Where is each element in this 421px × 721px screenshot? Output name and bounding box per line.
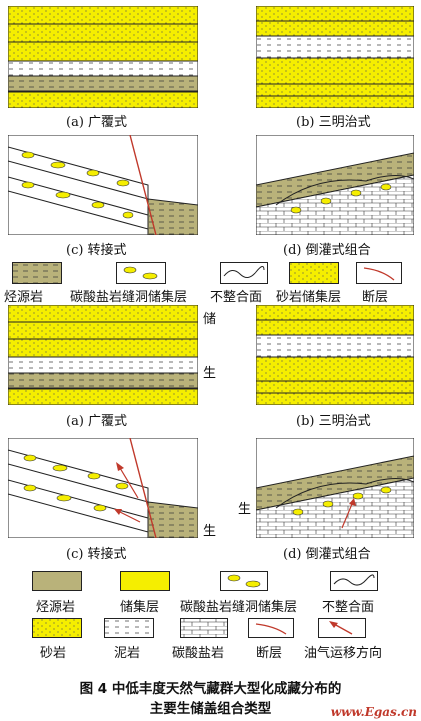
panel-top-d-label: (d) 倒灌式组合: [283, 243, 371, 258]
panel-top-a-label: (a) 广覆式: [66, 115, 128, 130]
legend-sandstone-label: 砂岩: [40, 646, 67, 661]
panel-top-b-diagram: [256, 6, 414, 108]
legend-top-source-label: 烃源岩: [4, 290, 44, 305]
panel-bottom-c-label: (c) 转接式: [66, 547, 127, 562]
legend-carbonate-cave-swatch: [220, 571, 268, 591]
legend-top-unconformity-label: 不整合面: [210, 290, 263, 305]
legend-carbonate-swatch: [180, 618, 228, 638]
panel-bottom-a-diagram: [8, 305, 198, 405]
panel-bottom-d-label: (d) 倒灌式组合: [283, 547, 371, 562]
panel-bottom-b-label: (b) 三明治式: [296, 414, 371, 429]
panel-top-b-label: (b) 三明治式: [296, 115, 371, 130]
watermark: www.Egas.cn: [330, 705, 417, 719]
legend-fault-swatch: [248, 618, 294, 638]
panel-bottom-a-label: (a) 广覆式: [66, 414, 128, 429]
panel-top-c-diagram: [8, 135, 198, 235]
legend-sandstone-swatch: [32, 618, 82, 638]
legend-mudstone-label: 泥岩: [114, 646, 141, 661]
legend-migration-label: 油气运移方向: [304, 646, 383, 661]
legend-fault-label: 断层: [256, 646, 283, 661]
panel-bottom-c-diagram: [8, 438, 198, 538]
legend-carbonate-cave-label: 碳酸盐岩缝洞储集层: [180, 600, 298, 615]
side-label-sheng-3: 生: [238, 502, 252, 517]
legend-unconformity-swatch: [330, 571, 378, 591]
side-label-sheng-2: 生: [203, 524, 217, 539]
legend-migration-swatch: [318, 618, 366, 638]
legend-mudstone-swatch: [104, 618, 154, 638]
legend-top-sand-label: 砂岩储集层: [276, 290, 342, 305]
panel-bottom-d-diagram: [256, 438, 414, 538]
panel-bottom-b-diagram: [256, 305, 414, 405]
legend-top-unconformity-swatch: [220, 262, 268, 284]
legend-reservoir-swatch: [120, 571, 170, 591]
legend-top-fault-label: 断层: [362, 290, 389, 305]
legend-top-fault-swatch: [356, 262, 402, 284]
legend-reservoir-label: 储集层: [120, 600, 160, 615]
legend-top-sand-swatch: [289, 262, 339, 284]
panel-top-d-diagram: [256, 135, 414, 235]
side-label-sheng-1: 生: [203, 366, 217, 381]
legend-source-swatch: [32, 571, 82, 591]
legend-top-source-swatch: [12, 262, 62, 284]
figure-caption-line1: 图 4 中低丰度天然气藏群大型化成藏分布的: [79, 681, 342, 697]
legend-source-label: 烃源岩: [36, 600, 76, 615]
legend-top-carbonate-label: 碳酸盐岩缝洞储集层: [70, 290, 188, 305]
side-label-chu: 储: [203, 312, 217, 327]
legend-top-carbonate-swatch: [116, 262, 166, 284]
figure-caption-line2: 主要生储盖组合类型: [149, 701, 272, 717]
legend-carbonate-label: 碳酸盐岩: [172, 646, 225, 661]
panel-top-a-diagram: [8, 6, 198, 108]
panel-top-c-label: (c) 转接式: [66, 243, 127, 258]
legend-unconformity-label: 不整合面: [322, 600, 375, 615]
